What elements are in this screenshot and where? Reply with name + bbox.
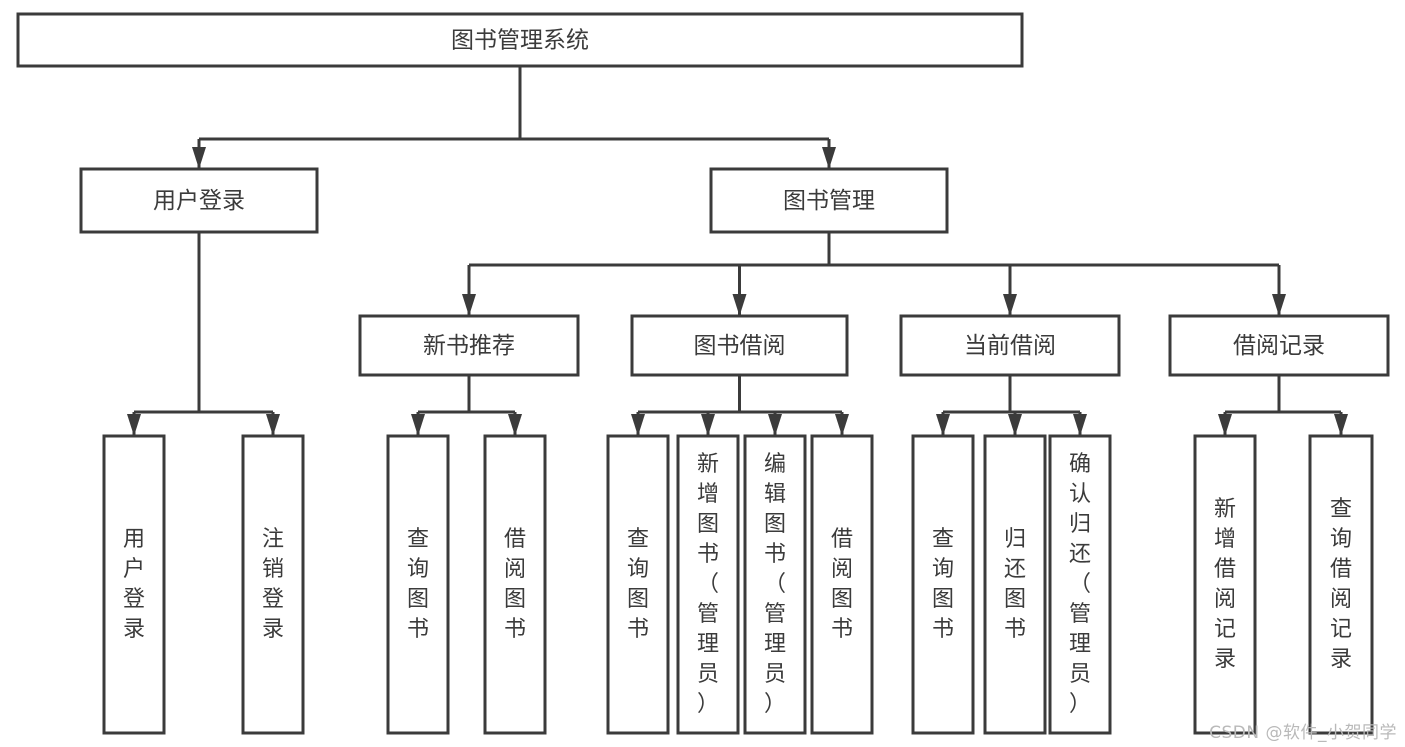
node-box-leaf-user-login[interactable] xyxy=(102,434,166,735)
node-book-manage[interactable]: 图书管理 xyxy=(709,167,949,234)
node-box-leaf-edit-book[interactable] xyxy=(743,434,807,735)
node-label-user-login: 用户登录 xyxy=(153,188,245,214)
arrow-head-icon-leaf-return-book xyxy=(1008,414,1022,436)
node-leaf-query-book-1[interactable]: 查询图书 xyxy=(386,434,450,735)
arrow-head-icon-leaf-query-record xyxy=(1334,414,1348,436)
node-root[interactable]: 图书管理系统 xyxy=(16,12,1024,68)
node-label-book-manage: 图书管理 xyxy=(783,188,875,214)
node-box-user-login[interactable] xyxy=(79,167,319,234)
node-label-leaf-return-book: 归还图书 xyxy=(1004,527,1026,642)
arrow-head-icon-leaf-borrow-book-2 xyxy=(835,414,849,436)
node-box-leaf-query-book-3[interactable] xyxy=(911,434,975,735)
arrow-head-icon-new-book-recommend xyxy=(462,294,476,316)
node-label-current-borrow: 当前借阅 xyxy=(964,333,1056,359)
arrow-head-icon-book-manage xyxy=(822,147,836,169)
arrow-head-icon-user-login xyxy=(192,147,206,169)
node-label-new-book-recommend: 新书推荐 xyxy=(423,333,515,359)
arrow-head-icon-borrow-record xyxy=(1272,294,1286,316)
node-label-root: 图书管理系统 xyxy=(451,28,589,54)
node-box-leaf-query-book-1[interactable] xyxy=(386,434,450,735)
arrow-head-icon-leaf-query-book-1 xyxy=(411,414,425,436)
node-leaf-return-book[interactable]: 归还图书 xyxy=(983,434,1047,735)
node-leaf-confirm-return[interactable]: 确认归还（管理员） xyxy=(1048,434,1112,735)
node-label-leaf-query-book-3: 查询图书 xyxy=(932,527,954,642)
node-box-leaf-query-record[interactable] xyxy=(1308,434,1374,735)
node-box-book-manage[interactable] xyxy=(709,167,949,234)
node-leaf-user-logout[interactable]: 注销登录 xyxy=(241,434,305,735)
node-label-book-borrow: 图书借阅 xyxy=(694,333,786,359)
node-box-book-borrow[interactable] xyxy=(630,314,849,377)
arrow-head-icon-leaf-confirm-return xyxy=(1073,414,1087,436)
node-box-leaf-user-logout[interactable] xyxy=(241,434,305,735)
node-leaf-query-book-2[interactable]: 查询图书 xyxy=(606,434,670,735)
node-label-leaf-edit-book: 编辑图书（管理员） xyxy=(764,452,786,717)
node-box-current-borrow[interactable] xyxy=(899,314,1121,377)
arrow-head-icon-book-borrow xyxy=(732,294,747,316)
nodes-layer: 图书管理系统用户登录图书管理新书推荐图书借阅当前借阅借阅记录用户登录注销登录查询… xyxy=(16,12,1390,735)
arrow-head-icon-leaf-query-book-2 xyxy=(631,414,645,436)
node-leaf-edit-book[interactable]: 编辑图书（管理员） xyxy=(743,434,807,735)
arrow-head-icon-leaf-user-login xyxy=(127,414,141,436)
node-box-leaf-confirm-return[interactable] xyxy=(1048,434,1112,735)
node-current-borrow[interactable]: 当前借阅 xyxy=(899,314,1121,377)
node-leaf-add-record[interactable]: 新增借阅记录 xyxy=(1193,434,1257,735)
node-box-root[interactable] xyxy=(16,12,1024,68)
node-label-leaf-add-record: 新增借阅记录 xyxy=(1214,497,1236,672)
node-borrow-record[interactable]: 借阅记录 xyxy=(1168,314,1390,377)
edges-layer xyxy=(127,66,1348,436)
arrow-head-icon-leaf-add-record xyxy=(1218,414,1232,436)
node-label-leaf-query-record: 查询借阅记录 xyxy=(1330,497,1352,672)
node-label-leaf-query-book-1: 查询图书 xyxy=(407,527,429,642)
node-leaf-query-record[interactable]: 查询借阅记录 xyxy=(1308,434,1374,735)
node-leaf-user-login[interactable]: 用户登录 xyxy=(102,434,166,735)
node-box-new-book-recommend[interactable] xyxy=(358,314,580,377)
arrow-head-icon-leaf-query-book-3 xyxy=(936,414,950,436)
arrow-head-icon-current-borrow xyxy=(1003,294,1017,316)
arrow-head-icon-leaf-add-book xyxy=(701,414,715,436)
arrow-head-icon-leaf-edit-book xyxy=(768,414,782,436)
arrow-head-icon-leaf-borrow-book-1 xyxy=(508,414,522,436)
node-leaf-borrow-book-1[interactable]: 借阅图书 xyxy=(483,434,547,735)
node-box-leaf-borrow-book-1[interactable] xyxy=(483,434,547,735)
node-label-borrow-record: 借阅记录 xyxy=(1233,333,1325,359)
node-box-leaf-return-book[interactable] xyxy=(983,434,1047,735)
node-leaf-borrow-book-2[interactable]: 借阅图书 xyxy=(810,434,874,735)
node-book-borrow[interactable]: 图书借阅 xyxy=(630,314,849,377)
node-label-leaf-confirm-return: 确认归还（管理员） xyxy=(1069,452,1091,717)
arrow-head-icon-leaf-user-logout xyxy=(266,414,280,436)
node-label-leaf-borrow-book-2: 借阅图书 xyxy=(831,527,853,642)
node-label-leaf-borrow-book-1: 借阅图书 xyxy=(504,527,526,642)
node-leaf-query-book-3[interactable]: 查询图书 xyxy=(911,434,975,735)
node-box-leaf-add-book[interactable] xyxy=(676,434,740,735)
node-user-login[interactable]: 用户登录 xyxy=(79,167,319,234)
node-label-leaf-user-login: 用户登录 xyxy=(123,527,145,642)
node-box-leaf-borrow-book-2[interactable] xyxy=(810,434,874,735)
node-leaf-add-book[interactable]: 新增图书（管理员） xyxy=(676,434,740,735)
node-box-leaf-add-record[interactable] xyxy=(1193,434,1257,735)
node-label-leaf-add-book: 新增图书（管理员） xyxy=(697,452,719,717)
node-new-book-recommend[interactable]: 新书推荐 xyxy=(358,314,580,377)
node-box-borrow-record[interactable] xyxy=(1168,314,1390,377)
node-label-leaf-user-logout: 注销登录 xyxy=(262,527,284,642)
node-box-leaf-query-book-2[interactable] xyxy=(606,434,670,735)
node-label-leaf-query-book-2: 查询图书 xyxy=(627,527,649,642)
